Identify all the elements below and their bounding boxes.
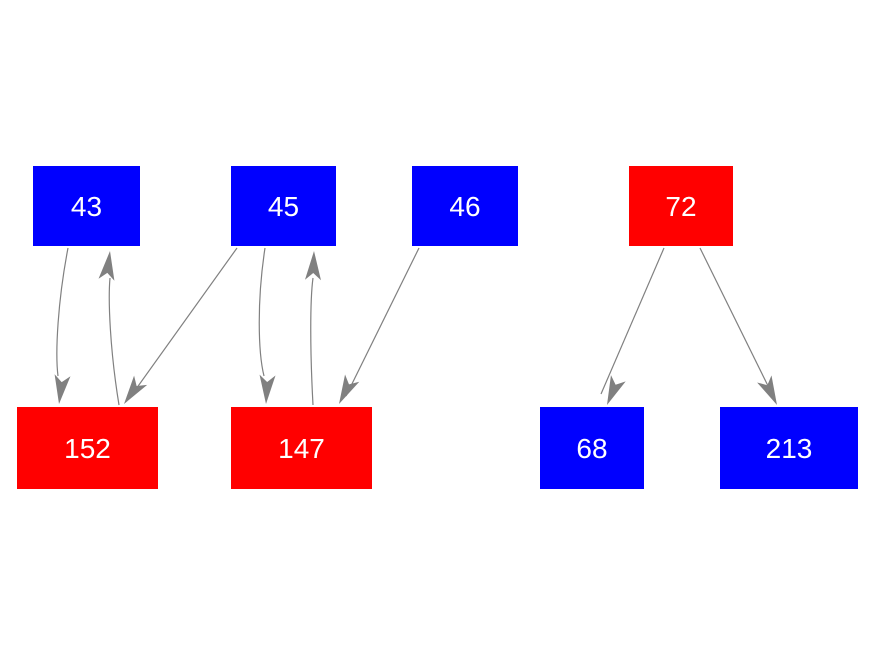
- graph-node-label: 147: [278, 433, 325, 464]
- graph-edge: [130, 247, 238, 397]
- graph-node-label: 68: [576, 433, 608, 464]
- graph-edge: [310, 277, 314, 406]
- graph-edge: [345, 247, 420, 397]
- graph-edge-arrowhead: [339, 374, 360, 404]
- graph-edge-arrowhead: [259, 374, 276, 404]
- graph-node-label: 72: [665, 191, 697, 222]
- graph-edge-arrowhead: [54, 374, 71, 404]
- graph-edge: [600, 247, 665, 395]
- graph-edge: [56, 247, 69, 377]
- graph-edge-arrowhead: [607, 375, 626, 405]
- graph-edge-arrowhead: [304, 251, 321, 281]
- graph-node[interactable]: 213: [720, 407, 858, 489]
- graph-node[interactable]: 72: [629, 166, 733, 246]
- graph-edge-arrowhead: [98, 251, 115, 281]
- graph-node-label: 45: [267, 191, 300, 222]
- graph-node[interactable]: 43: [33, 166, 140, 246]
- graph-edge: [108, 277, 120, 406]
- graph-node-label: 152: [64, 433, 111, 464]
- graph-edge: [699, 247, 773, 395]
- graph-node[interactable]: 147: [231, 407, 372, 489]
- graph-edge-arrowhead: [757, 375, 777, 405]
- graph-node-label: 213: [765, 433, 813, 464]
- graph-node-label: 46: [449, 191, 481, 222]
- graph-node[interactable]: 68: [540, 407, 644, 489]
- graph-node-label: 43: [70, 191, 103, 222]
- graph-node[interactable]: 46: [412, 166, 518, 246]
- graph-node[interactable]: 152: [17, 407, 158, 489]
- graph-edge: [258, 247, 266, 377]
- graph-edge-arrowhead: [124, 375, 148, 404]
- graph-node[interactable]: 45: [231, 166, 336, 246]
